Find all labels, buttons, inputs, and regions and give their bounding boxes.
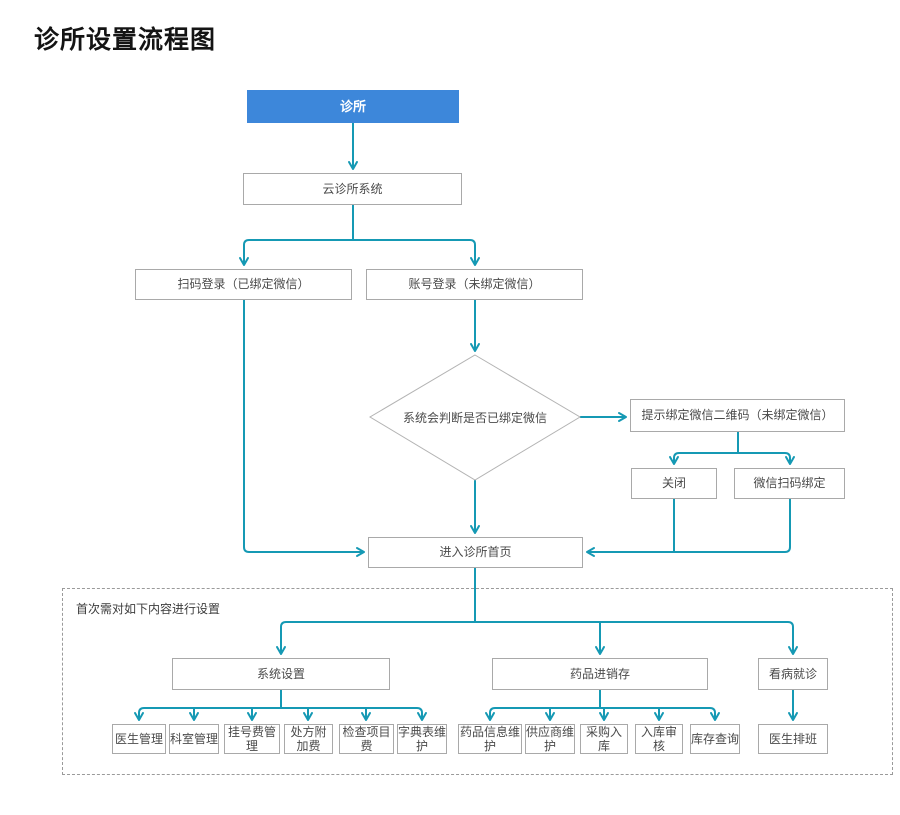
node-medical-visit: 看病就诊 <box>758 658 828 690</box>
node-exam-item-fee: 检查项目费 <box>339 724 394 754</box>
node-supplier-maintenance: 供应商维护 <box>525 724 575 754</box>
node-prompt-qr: 提示绑定微信二维码（未绑定微信） <box>630 399 845 432</box>
node-wechat-scan-bind: 微信扫码绑定 <box>734 468 845 499</box>
node-dictionary-maintenance: 字典表维护 <box>397 724 447 754</box>
page-title: 诊所设置流程图 <box>34 26 217 54</box>
node-stock-query: 库存查询 <box>690 724 740 754</box>
node-department-management: 科室管理 <box>169 724 219 754</box>
node-close: 关闭 <box>631 468 717 499</box>
node-doctor-schedule: 医生排班 <box>758 724 828 754</box>
node-purchase-inbound: 采购入库 <box>580 724 628 754</box>
setup-section-container <box>62 588 893 775</box>
node-inbound-audit: 入库审核 <box>635 724 683 754</box>
node-clinic: 诊所 <box>247 90 459 123</box>
node-registration-fee-management: 挂号费管理 <box>224 724 280 754</box>
node-account-login: 账号登录（未绑定微信） <box>366 269 583 300</box>
node-judge-wechat: 系统会判断是否已绑定微信 <box>402 410 547 425</box>
node-enter-homepage: 进入诊所首页 <box>368 537 583 568</box>
node-doctor-management: 医生管理 <box>112 724 166 754</box>
node-drug-inventory: 药品进销存 <box>492 658 708 690</box>
node-drug-info-maintenance: 药品信息维护 <box>458 724 522 754</box>
setup-section-note: 首次需对如下内容进行设置 <box>76 602 221 616</box>
node-scan-login: 扫码登录（已绑定微信） <box>135 269 352 300</box>
node-system-settings: 系统设置 <box>172 658 390 690</box>
node-cloud-system: 云诊所系统 <box>243 173 462 205</box>
node-prescription-surcharge: 处方附加费 <box>284 724 333 754</box>
